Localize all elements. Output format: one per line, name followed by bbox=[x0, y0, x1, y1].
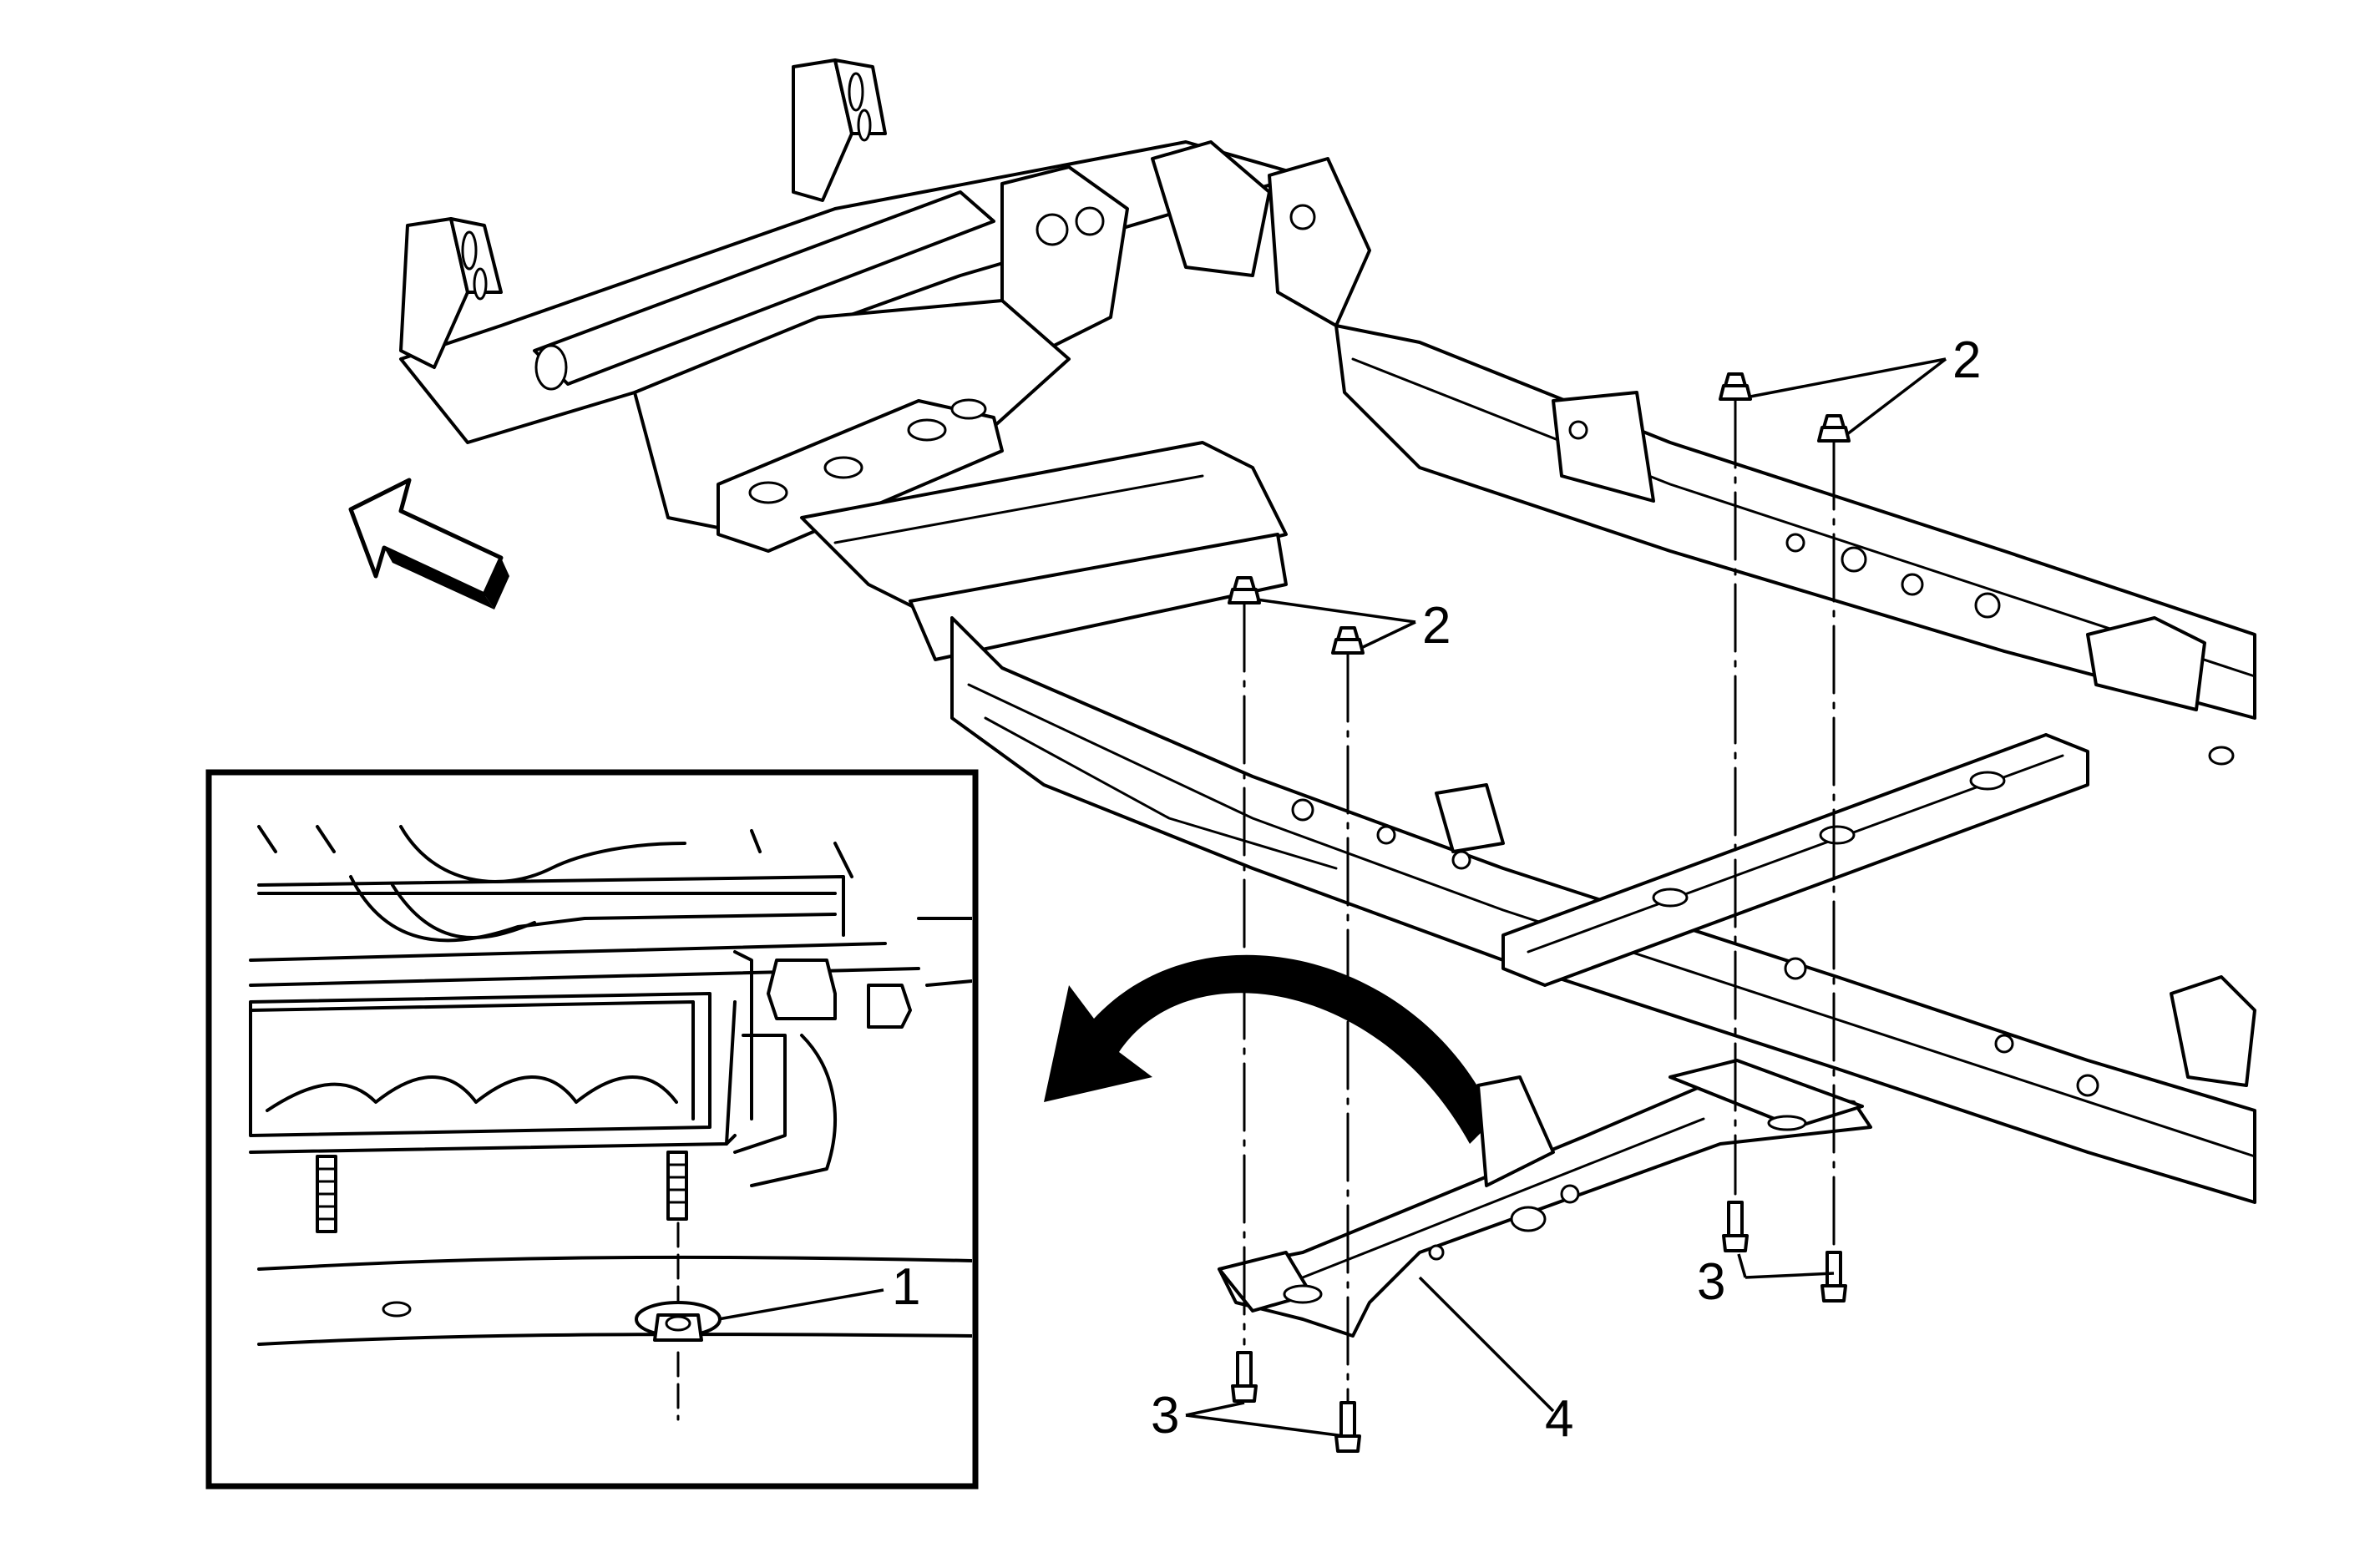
callout-2-lower: 2 bbox=[1422, 597, 1451, 655]
bolt-left-2-icon bbox=[1334, 1401, 1361, 1453]
callout-3-right: 3 bbox=[1697, 1253, 1725, 1311]
stud-right-icon bbox=[666, 1151, 688, 1221]
bolt-left-1-icon bbox=[1231, 1351, 1258, 1403]
transmission-crossmember bbox=[1218, 1059, 1872, 1338]
nut-upper-right-2-icon bbox=[1817, 414, 1851, 443]
nut-lower-left-1-icon bbox=[1228, 576, 1261, 604]
rotate-removal-arrow-icon bbox=[1044, 954, 1495, 1144]
fasteners bbox=[1228, 372, 1851, 1453]
front-frame-assembly bbox=[399, 58, 1371, 661]
front-direction-arrow-icon bbox=[348, 478, 509, 610]
bolt-right-2-icon bbox=[1820, 1251, 1847, 1303]
nut-lower-left-2-icon bbox=[1331, 626, 1365, 655]
main-frame-rails bbox=[950, 324, 2256, 1204]
callout-2-upper: 2 bbox=[1952, 331, 1981, 389]
callout-4: 4 bbox=[1545, 1390, 1573, 1448]
bolt-right-1-icon bbox=[1722, 1201, 1749, 1252]
callout-leaders bbox=[1185, 357, 1947, 1438]
detail-inset: 1 bbox=[205, 769, 979, 1490]
callout-1: 1 bbox=[892, 1258, 920, 1316]
callout-3-left: 3 bbox=[1151, 1387, 1179, 1444]
stud-left-icon bbox=[316, 1155, 337, 1233]
nut-upper-right-1-icon bbox=[1719, 372, 1752, 401]
